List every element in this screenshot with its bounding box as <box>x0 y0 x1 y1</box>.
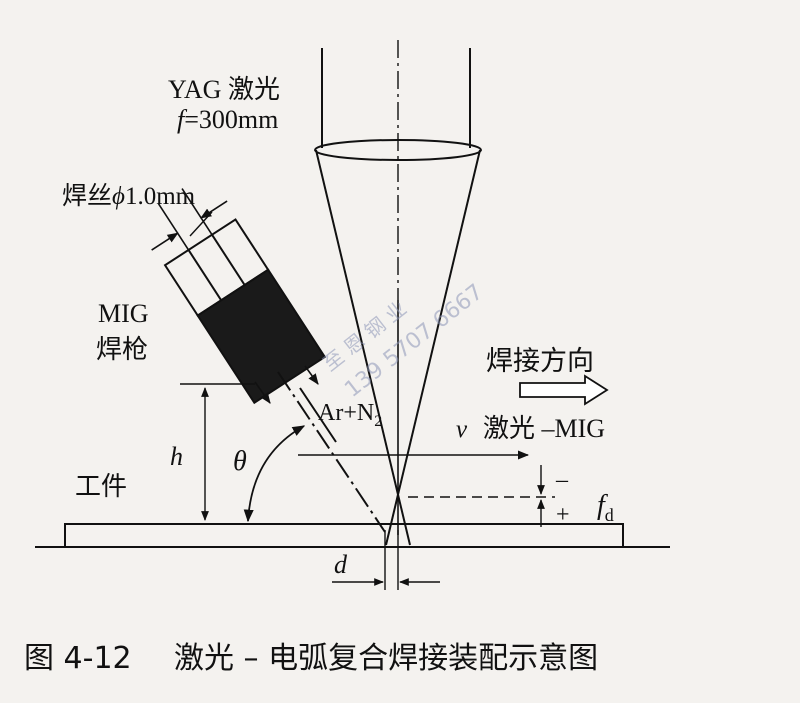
d-label: d <box>334 550 348 579</box>
focal-length: f=300mm <box>177 105 278 134</box>
wire-axis <box>277 371 386 533</box>
process-label: 激光 –MIG <box>483 414 605 443</box>
laser-cone-right <box>385 149 481 546</box>
laser-cone-left <box>315 149 411 546</box>
gas-arrow-left <box>254 381 271 404</box>
torch-label-gun: 焊枪 <box>96 335 148 364</box>
direction-label: 焊接方向 <box>486 346 594 376</box>
laser-name: YAG 激光 <box>168 75 280 104</box>
fd-plus: + <box>556 502 570 528</box>
caption-figure-number: 图 4-12 <box>24 641 132 676</box>
mig-torch <box>151 188 327 405</box>
fd-minus: – <box>555 467 569 493</box>
caption-title: 激光 – 电弧复合焊接装配示意图 <box>174 641 598 676</box>
speed-symbol: v <box>456 416 468 443</box>
h-label: h <box>170 442 183 471</box>
gas-label: Ar+N2 <box>318 400 382 430</box>
torch-label-mig: MIG <box>98 299 149 328</box>
workpiece-plate <box>64 523 624 548</box>
focusing-lens <box>314 139 482 161</box>
theta-label: θ <box>233 446 247 477</box>
fd-label: fd <box>597 490 614 525</box>
wire-leader <box>189 211 213 237</box>
wire-tip <box>299 387 337 443</box>
theta-arc <box>243 425 306 523</box>
direction-arrow <box>519 374 609 406</box>
torch-nozzle <box>196 268 327 405</box>
gas-arrow-right <box>304 365 319 385</box>
workpiece-label: 工件 <box>75 472 127 501</box>
wire-label: 焊丝ϕ1.0mm <box>62 182 196 210</box>
